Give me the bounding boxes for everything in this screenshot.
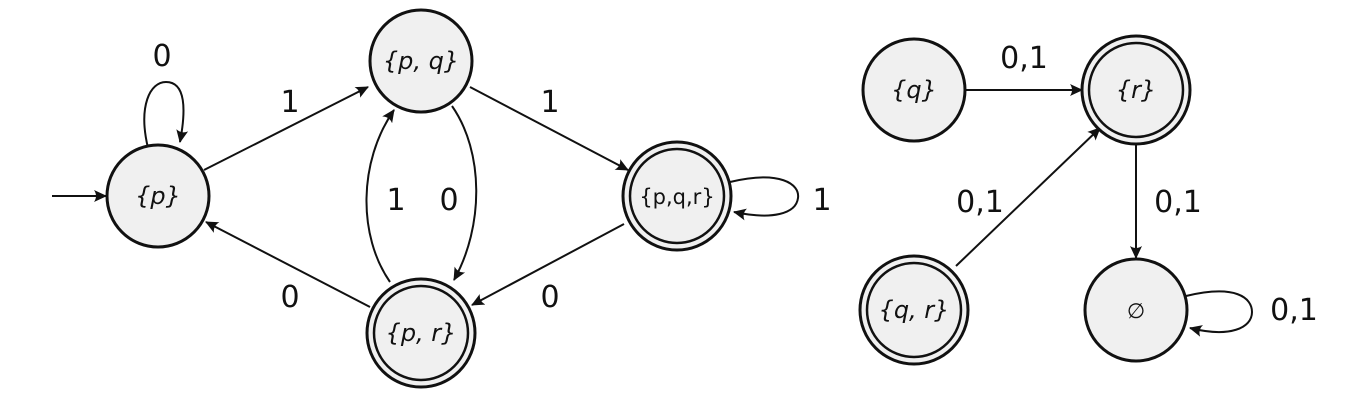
edge-label-qr-r: 0,1 <box>956 185 1004 220</box>
edge-pr-p <box>205 221 371 308</box>
edge-pr-pq <box>365 109 395 283</box>
edge-p-p <box>143 80 189 149</box>
state-pq <box>368 8 474 114</box>
state-pqr <box>621 140 733 252</box>
edge-pq-pr <box>451 105 478 281</box>
state-empty-label: ∅ <box>1127 299 1145 323</box>
state-r-label: {r} <box>1116 76 1156 104</box>
edge-label-p-pq: 1 <box>280 85 299 120</box>
state-qr <box>858 254 970 366</box>
edge-pqr-pqr <box>729 176 800 221</box>
edge-p-pq <box>203 86 369 171</box>
state-p-label: {p} <box>135 182 181 210</box>
state-p <box>105 143 211 249</box>
state-qr-label: {q, r} <box>879 296 950 324</box>
edge-label-pr-p: 0 <box>280 280 299 315</box>
edge-label-pr-pq: 1 <box>386 183 405 218</box>
state-pr-label: {p, r} <box>386 319 457 347</box>
state-empty <box>1083 257 1189 363</box>
edge-label-pq-pr: 0 <box>439 183 458 218</box>
automaton-2 <box>858 34 1254 366</box>
edge-empty-empty <box>1185 290 1254 337</box>
state-q <box>861 37 967 143</box>
edge-label-r-empty: 0,1 <box>1154 185 1202 220</box>
automaton-1 <box>52 8 800 389</box>
edge-pq-pqr <box>469 86 629 171</box>
state-pqr-label: {p,q,r} <box>639 185 714 209</box>
edge-pqr-pr <box>471 223 625 306</box>
edge-label-p-p: 0 <box>152 39 171 74</box>
state-r <box>1080 34 1192 146</box>
edge-label-pqr-pr: 0 <box>540 280 559 315</box>
state-pq-label: {p, q} <box>383 47 459 75</box>
state-pr <box>365 277 477 389</box>
state-q-label: {q} <box>891 76 937 104</box>
edge-label-pqr-pqr: 1 <box>812 183 831 218</box>
edge-label-pq-pqr: 1 <box>540 85 559 120</box>
edge-label-empty-empty: 0,1 <box>1270 293 1318 328</box>
edge-qr-r <box>955 127 1101 267</box>
edge-label-q-r: 0,1 <box>1000 41 1048 76</box>
